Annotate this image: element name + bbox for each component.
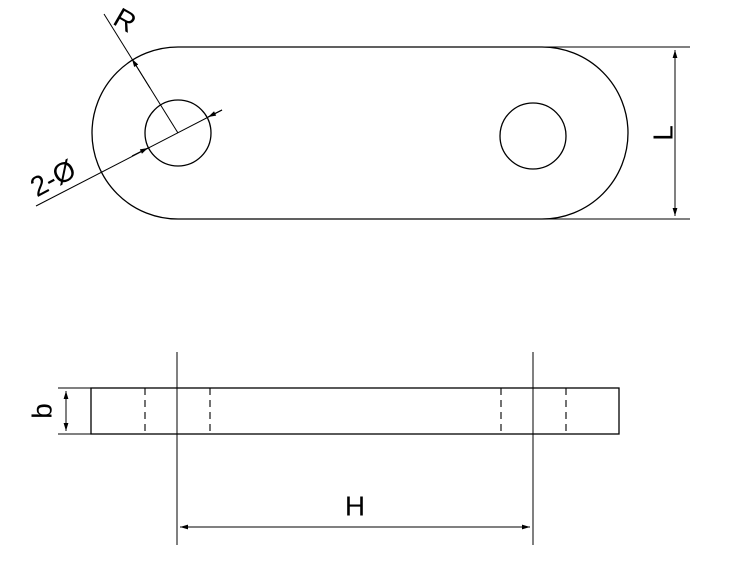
diameter-label: 2-Ø [25, 153, 81, 202]
b-label: b [26, 403, 57, 419]
diameter-arrow-outer [207, 109, 223, 118]
diameter-leader-line [35, 109, 223, 207]
side-view: H b [26, 352, 620, 545]
plate-side-outline [90, 387, 620, 435]
plate-outline [91, 46, 629, 220]
left-hole [144, 99, 212, 167]
h-label: H [345, 490, 365, 521]
r-label: R [109, 2, 142, 39]
l-label: L [647, 125, 678, 141]
right-hole [499, 102, 567, 170]
top-view: L R 2-Ø [25, 2, 690, 220]
r-leader-arrow [131, 58, 151, 89]
diameter-arrow-inner [131, 147, 149, 157]
